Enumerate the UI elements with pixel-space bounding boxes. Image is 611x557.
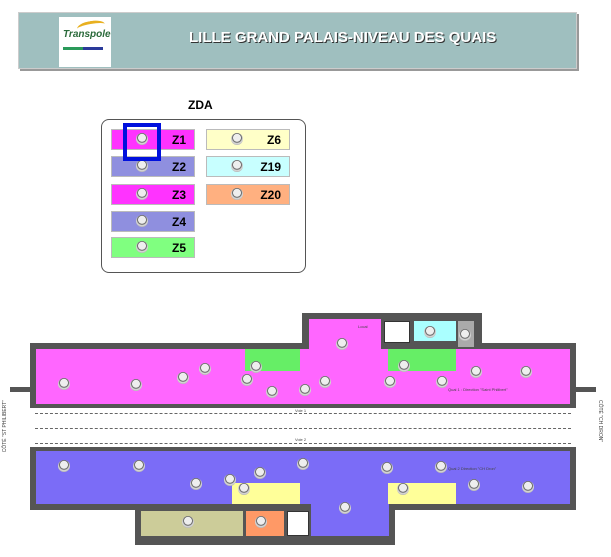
smoke-detector-icon xyxy=(136,188,148,200)
smoke-detector-icon[interactable] xyxy=(224,474,236,486)
smoke-detector-icon[interactable] xyxy=(522,481,534,493)
smoke-detector-icon[interactable] xyxy=(520,366,532,378)
zone-label: Z2 xyxy=(171,160,186,174)
smoke-detector-icon[interactable] xyxy=(297,458,309,470)
smoke-detector-icon[interactable] xyxy=(384,376,396,388)
smoke-detector-icon[interactable] xyxy=(255,516,267,528)
smoke-detector-icon[interactable] xyxy=(250,361,262,373)
smoke-detector-icon[interactable] xyxy=(381,462,393,474)
selected-zone-highlight xyxy=(123,123,161,161)
zone-label: Z19 xyxy=(260,160,281,174)
zone-z19[interactable]: Z19 xyxy=(206,156,290,177)
smoke-detector-icon[interactable] xyxy=(238,483,250,495)
smoke-detector-icon xyxy=(136,215,148,227)
smoke-detector-icon[interactable] xyxy=(319,376,331,388)
smoke-detector-icon[interactable] xyxy=(133,460,145,472)
track-label: Voie 2 xyxy=(295,437,307,442)
zone-label: Z20 xyxy=(260,188,281,202)
smoke-detector-icon[interactable] xyxy=(459,329,471,341)
smoke-detector-icon[interactable] xyxy=(436,376,448,388)
smoke-detector-icon xyxy=(231,188,243,200)
side-label-left: CÔTÉ "ST PHILIBERT" xyxy=(2,400,8,453)
smoke-detector-icon[interactable] xyxy=(339,502,351,514)
smoke-detector-icon[interactable] xyxy=(241,374,253,386)
zone-z1[interactable]: Z1 xyxy=(111,129,195,150)
smoke-detector-icon[interactable] xyxy=(299,384,311,396)
zone-label: Z4 xyxy=(171,215,186,229)
track-label: Voie 1 xyxy=(295,408,307,413)
smoke-detector-icon[interactable] xyxy=(468,479,480,491)
smoke-detector-icon[interactable] xyxy=(435,461,447,473)
zone-z4[interactable]: Z4 xyxy=(111,211,195,232)
zone-z20[interactable]: Z20 xyxy=(206,184,290,205)
page-title: LILLE GRAND PALAIS-NIVEAU DES QUAIS xyxy=(189,29,497,46)
logo-text: Transpole xyxy=(63,29,111,40)
zone-z3[interactable]: Z3 xyxy=(111,184,195,205)
smoke-detector-icon[interactable] xyxy=(254,467,266,479)
zone-label: Z1 xyxy=(171,133,186,147)
legend-title: ZDA xyxy=(188,98,213,112)
smoke-detector-icon[interactable] xyxy=(177,372,189,384)
smoke-detector-icon xyxy=(231,160,243,172)
smoke-detector-icon[interactable] xyxy=(130,379,142,391)
zone-label: Z5 xyxy=(171,241,186,255)
smoke-detector-icon[interactable] xyxy=(424,326,436,338)
smoke-detector-icon[interactable] xyxy=(470,366,482,378)
platform-label: Quai 2 Direction "CH Dron" xyxy=(448,466,497,471)
smoke-detector-icon xyxy=(136,133,148,145)
smoke-detector-icon[interactable] xyxy=(190,478,202,490)
smoke-detector-icon[interactable] xyxy=(266,386,278,398)
smoke-detector-icon xyxy=(231,133,243,145)
side-label-right: CÔTÉ "CH DRON" xyxy=(597,400,603,443)
smoke-detector-icon[interactable] xyxy=(58,378,70,390)
elevator xyxy=(384,321,410,343)
smoke-detector-icon[interactable] xyxy=(398,360,410,372)
zone-label: Z6 xyxy=(266,133,281,147)
header-banner: Transpole LILLE GRAND PALAIS-NIVEAU DES … xyxy=(18,12,577,69)
zone-z6[interactable]: Z6 xyxy=(206,129,290,150)
transpole-logo: Transpole xyxy=(59,17,111,67)
zone-z2[interactable]: Z2 xyxy=(111,156,195,177)
smoke-detector-icon[interactable] xyxy=(199,363,211,375)
smoke-detector-icon[interactable] xyxy=(58,460,70,472)
room-label: Local xyxy=(358,324,368,329)
zone-label: Z3 xyxy=(171,188,186,202)
platform-label: Quai 1 : Direction "Saint Philibert" xyxy=(448,387,508,392)
elevator xyxy=(287,511,309,536)
smoke-detector-icon xyxy=(136,241,148,253)
smoke-detector-icon[interactable] xyxy=(182,516,194,528)
smoke-detector-icon[interactable] xyxy=(397,483,409,495)
zone-z5[interactable]: Z5 xyxy=(111,237,195,258)
smoke-detector-icon xyxy=(136,160,148,172)
smoke-detector-icon[interactable] xyxy=(336,338,348,350)
